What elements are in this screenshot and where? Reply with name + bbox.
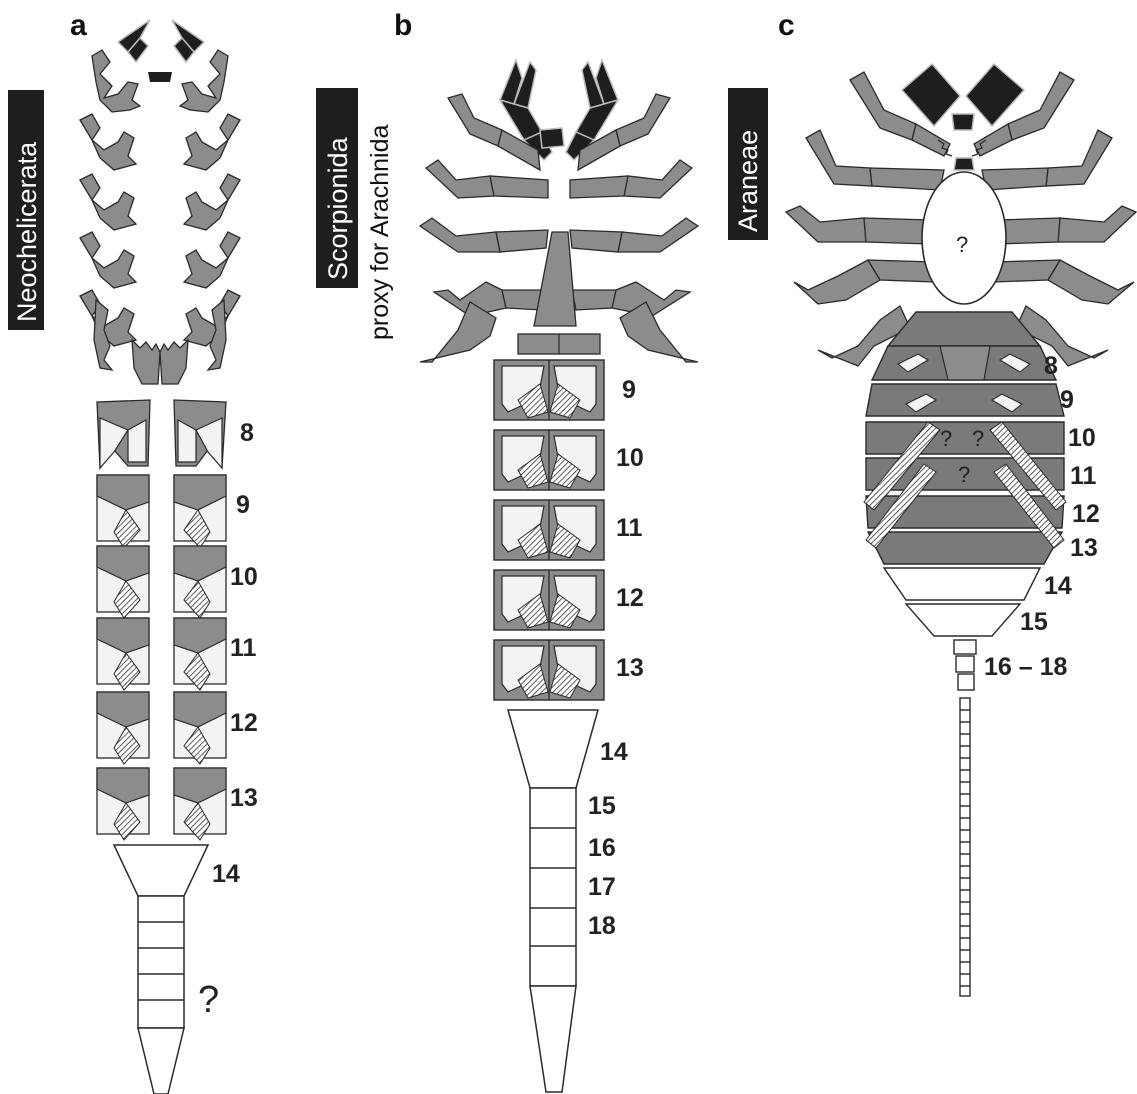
- panel-c: c Araneae: [728, 9, 1136, 996]
- unknown-mark-seg10-right-c: ?: [972, 426, 984, 451]
- panel-a: a Neochelicerata: [8, 9, 258, 1094]
- segment-label-8-a: 8: [240, 419, 254, 447]
- taxon-label-scorpionida: Scorpionida: [323, 136, 353, 280]
- segment-8-plates-a: [97, 400, 226, 468]
- segment-label-8-c: 8: [1044, 352, 1058, 380]
- prosoma-appendages-a: [80, 50, 240, 384]
- segment-label-11-c: 11: [1070, 462, 1097, 490]
- panel-b: b Scorpionida proxy for Arachnida: [316, 9, 698, 1092]
- segment-label-10-a: 10: [230, 563, 258, 591]
- unknown-mark-seg11-c: ?: [958, 462, 970, 487]
- taxon-subtitle-arachnida: proxy for Arachnida: [366, 125, 394, 340]
- segment-label-15-c: 15: [1020, 608, 1048, 636]
- segment-label-17-b: 17: [588, 873, 616, 901]
- panel-letter-b: b: [394, 9, 412, 42]
- segment-label-9-c: 9: [1060, 386, 1074, 414]
- segment-9-plates-a: [97, 475, 226, 548]
- segment-13-plates-a: [97, 768, 226, 840]
- chelicerae-a: [118, 20, 204, 82]
- segment-9-plates-b: [494, 360, 604, 420]
- segment-label-15-b: 15: [588, 792, 616, 820]
- panel-letter-a: a: [70, 9, 87, 42]
- segment-13-plates-b: [494, 640, 604, 700]
- segment-label-10-c: 10: [1068, 424, 1096, 452]
- postabdomen-a: [114, 845, 208, 1094]
- taxon-label-neochelicerata: Neochelicerata: [12, 141, 42, 322]
- segment-12-plates-a: [97, 692, 226, 764]
- metasoma-b: [508, 710, 598, 1092]
- unknown-mark-prosoma-c: ?: [956, 232, 968, 257]
- segment-label-16-18-c: 16 – 18: [984, 653, 1068, 681]
- segment-label-18-b: 18: [588, 912, 616, 940]
- segment-11-plates-a: [97, 618, 226, 690]
- segment-label-13-a: 13: [230, 784, 258, 812]
- segment-label-11-a: 11: [230, 634, 257, 662]
- opisthosoma-plates-b: [494, 360, 604, 700]
- segment-label-13-c: 13: [1070, 534, 1098, 562]
- segment-label-16-b: 16: [588, 834, 616, 862]
- telson-c: [954, 640, 976, 996]
- segment-label-14-c: 14: [1044, 572, 1072, 600]
- segment-11-plates-b: [494, 500, 604, 560]
- segment-label-13-b: 13: [616, 654, 644, 682]
- segment-12-plates-b: [494, 570, 604, 630]
- segment-10-plates-b: [494, 430, 604, 490]
- segment-label-9-a: 9: [236, 491, 250, 519]
- segment-label-9-b: 9: [622, 376, 636, 404]
- chelicerae-c: [902, 64, 1024, 170]
- segment-label-12-c: 12: [1072, 500, 1100, 528]
- unknown-mark-a: ?: [198, 979, 219, 1021]
- segment-10-plates-a: [97, 546, 226, 618]
- opisthosoma-plates-a: [97, 400, 226, 840]
- taxon-label-araneae: Araneae: [733, 130, 763, 232]
- opisthosoma-c: ? ? ?: [864, 312, 1066, 636]
- segment-label-11-b: 11: [616, 514, 643, 542]
- segment-label-14-a: 14: [212, 860, 240, 888]
- panel-letter-c: c: [778, 9, 795, 42]
- segment-label-12-a: 12: [230, 709, 258, 737]
- segment-label-12-b: 12: [616, 584, 644, 612]
- segment-label-10-b: 10: [616, 444, 644, 472]
- segment-label-14-b: 14: [600, 738, 628, 766]
- unknown-mark-seg10-left-c: ?: [940, 426, 952, 451]
